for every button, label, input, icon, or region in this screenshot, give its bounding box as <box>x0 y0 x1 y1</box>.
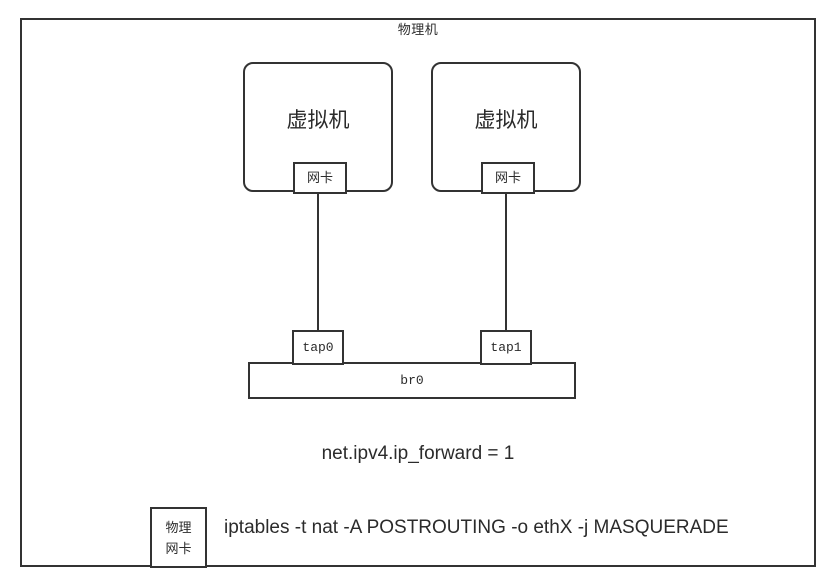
tap-interface-label-tap0: tap0 <box>302 340 334 355</box>
iptables-command-text: iptables -t nat -A POSTROUTING -o ethX -… <box>224 517 729 538</box>
virtual-machine-title-right: 虚拟机 <box>474 109 538 132</box>
tap-interface-label-tap1: tap1 <box>490 340 522 355</box>
vm-nic-label-right: 网卡 <box>494 170 521 185</box>
vm-nic-box-left: 网卡 <box>293 162 347 194</box>
physical-machine-frame <box>20 18 816 567</box>
virtual-machine-box-right: 虚拟机 网卡 <box>431 62 581 194</box>
connector-line-left <box>317 191 319 332</box>
bridge-box-br0: br0 <box>248 362 576 399</box>
tap-interface-box-tap1: tap1 <box>480 330 532 365</box>
physical-nic-box: 物理 网卡 <box>150 507 207 568</box>
physical-nic-label: 物理 网卡 <box>165 520 192 556</box>
sysctl-ip-forward-text: net.ipv4.ip_forward = 1 <box>321 443 515 464</box>
bridge-label-br0: br0 <box>400 373 424 388</box>
vm-nic-label-left: 网卡 <box>306 170 333 185</box>
connector-line-right <box>505 191 507 332</box>
vm-nic-box-right: 网卡 <box>481 162 535 194</box>
physical-machine-label: 物理机 <box>397 22 439 37</box>
virtual-machine-title-left: 虚拟机 <box>286 109 350 132</box>
tap-interface-box-tap0: tap0 <box>292 330 344 365</box>
virtual-machine-box-left: 虚拟机 网卡 <box>243 62 393 194</box>
